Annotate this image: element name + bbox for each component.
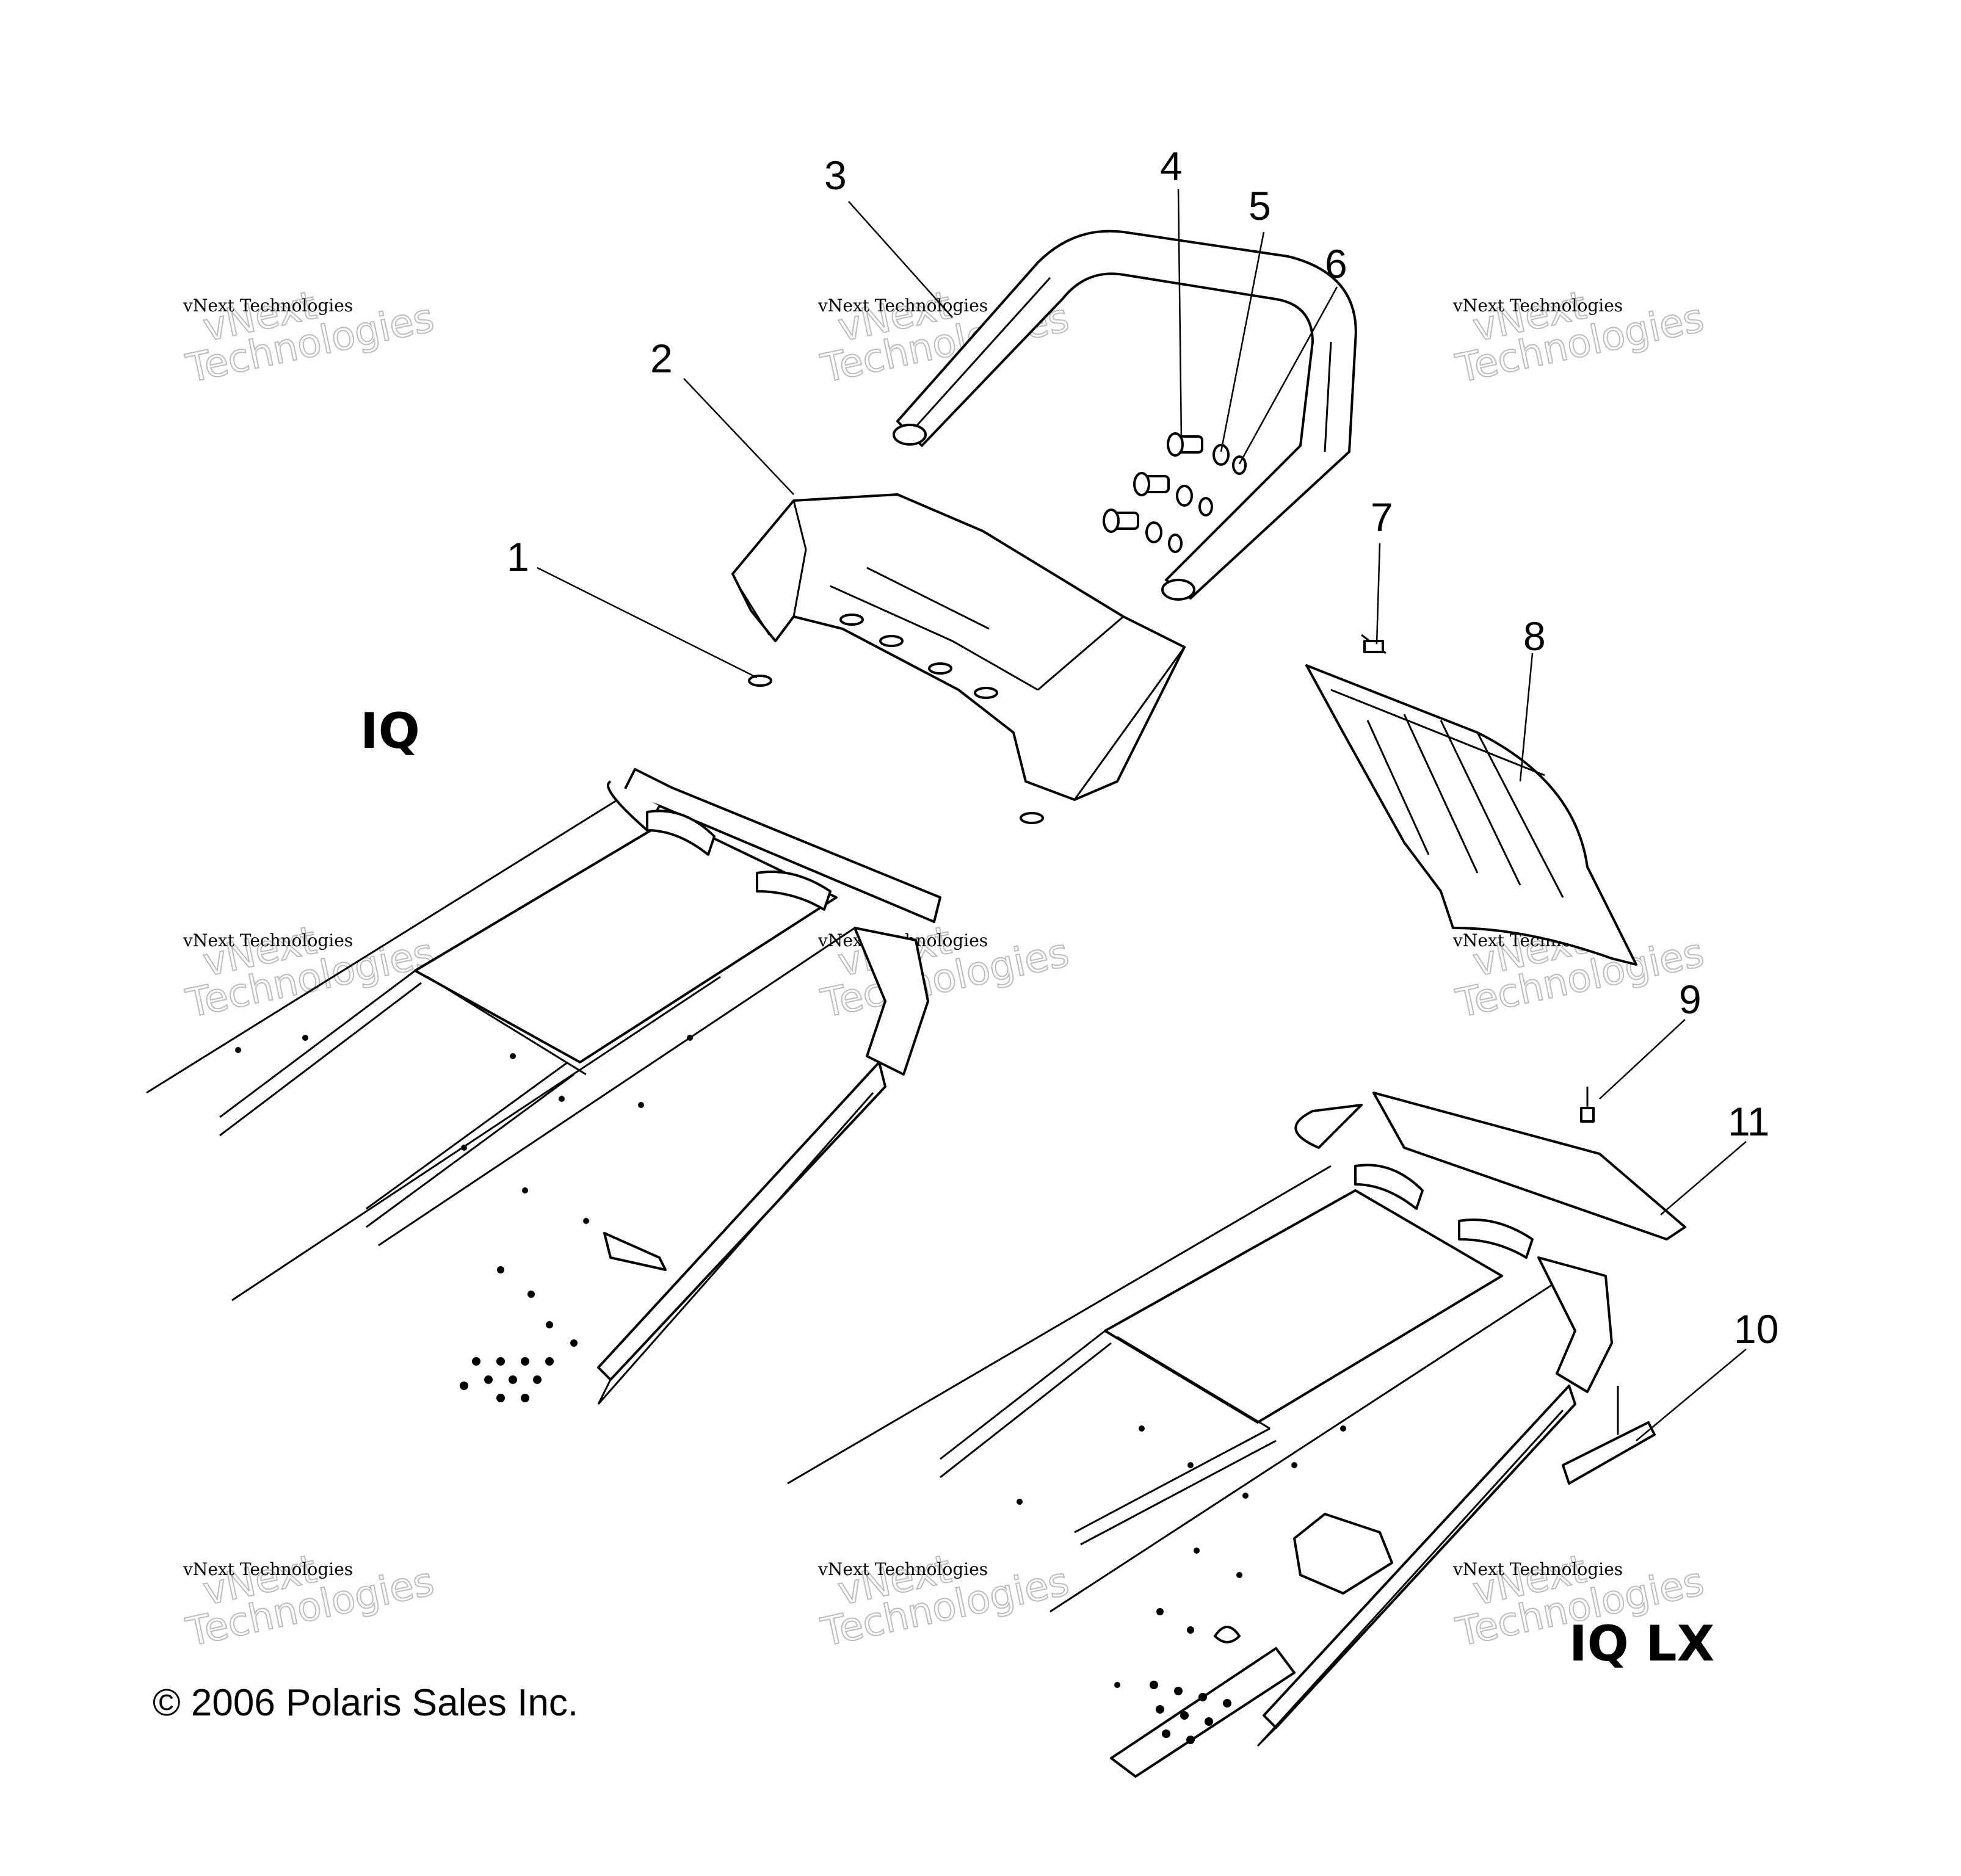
copyright-notice: © 2006 Polaris Sales Inc. xyxy=(153,1682,578,1724)
snow-flap-part xyxy=(1305,664,1637,966)
callout-9: 9 xyxy=(1679,977,1702,1022)
watermark: vNext Technologies vNext Technologies xyxy=(182,283,439,393)
iq-tunnel-assembly xyxy=(146,768,941,1405)
svg-text:vNext Technologies: vNext Technologies xyxy=(183,295,353,316)
rivet-set xyxy=(748,614,1044,824)
screw-part xyxy=(1580,1087,1595,1123)
callout-leaders xyxy=(537,189,1747,1441)
svg-text:vNext Technologies: vNext Technologies xyxy=(1452,295,1623,316)
callout-4: 4 xyxy=(1160,143,1183,189)
svg-text:vNext Technologies: vNext Technologies xyxy=(1452,1559,1623,1579)
callout-3: 3 xyxy=(824,153,847,198)
callout-labels: 1 2 3 4 5 6 7 8 9 10 11 xyxy=(507,143,1778,1352)
svg-text:vNext Technologies: vNext Technologies xyxy=(817,1559,988,1579)
iq-tunnel-holes xyxy=(235,1035,693,1402)
callout-11: 11 xyxy=(1728,1099,1770,1144)
watermark: vNext Technologies vNext Technologies xyxy=(817,1546,1074,1656)
iq-lx-tunnel-holes xyxy=(1017,1425,1346,1744)
model-label-iq: IQ xyxy=(360,703,420,759)
rear-bumper-part xyxy=(731,493,1186,801)
callout-1: 1 xyxy=(507,534,529,579)
watermark: vNext Technologies vNext Technologies xyxy=(1452,283,1709,393)
callout-7: 7 xyxy=(1371,494,1393,540)
callout-2: 2 xyxy=(650,336,673,381)
bolt-set xyxy=(1103,432,1247,553)
callout-6: 6 xyxy=(1325,241,1347,286)
svg-text:vNext Technologies: vNext Technologies xyxy=(183,930,353,951)
watermark: vNext Technologies vNext Technologies xyxy=(182,1546,439,1656)
grab-bar-part xyxy=(893,230,1357,601)
model-label-iq-lx: IQ LX xyxy=(1569,1615,1714,1672)
svg-text:vNext Technologies: vNext Technologies xyxy=(817,295,988,316)
push-pin-part xyxy=(1361,634,1386,654)
callout-10: 10 xyxy=(1734,1306,1778,1352)
watermark: vNext Technologies vNext Technologies xyxy=(182,918,439,1027)
callout-5: 5 xyxy=(1249,183,1271,228)
callout-8: 8 xyxy=(1523,614,1546,659)
trim-strip-part xyxy=(1562,1386,1656,1485)
svg-text:vNext Technologies: vNext Technologies xyxy=(183,1559,353,1579)
iq-lx-tunnel-assembly xyxy=(787,1092,1686,1778)
